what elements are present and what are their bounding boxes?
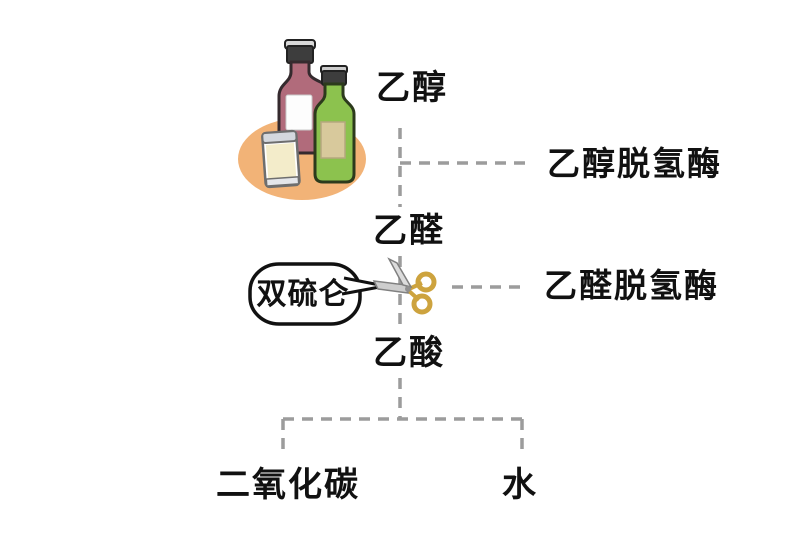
- node-acetic-acid: 乙酸: [373, 334, 445, 372]
- green-bottle-icon: [313, 65, 356, 184]
- alcohol-drinks-illustration: [238, 39, 366, 200]
- scissors-icon: [372, 257, 437, 315]
- label-aldehyde-dehydrogenase: 乙醛脱氢酶: [544, 267, 719, 304]
- milk-glass-icon: [261, 129, 301, 189]
- node-ethanol: 乙醇: [376, 69, 448, 107]
- node-acetaldehyde: 乙醛: [373, 212, 445, 250]
- inhibitor-label: 双硫仑: [256, 278, 350, 311]
- inhibitor-speech-bubble: [248, 262, 386, 326]
- node-carbon-dioxide: 二氧化碳: [216, 466, 360, 504]
- label-alcohol-dehydrogenase: 乙醇脱氢酶: [547, 145, 722, 182]
- node-water: 水: [502, 466, 538, 504]
